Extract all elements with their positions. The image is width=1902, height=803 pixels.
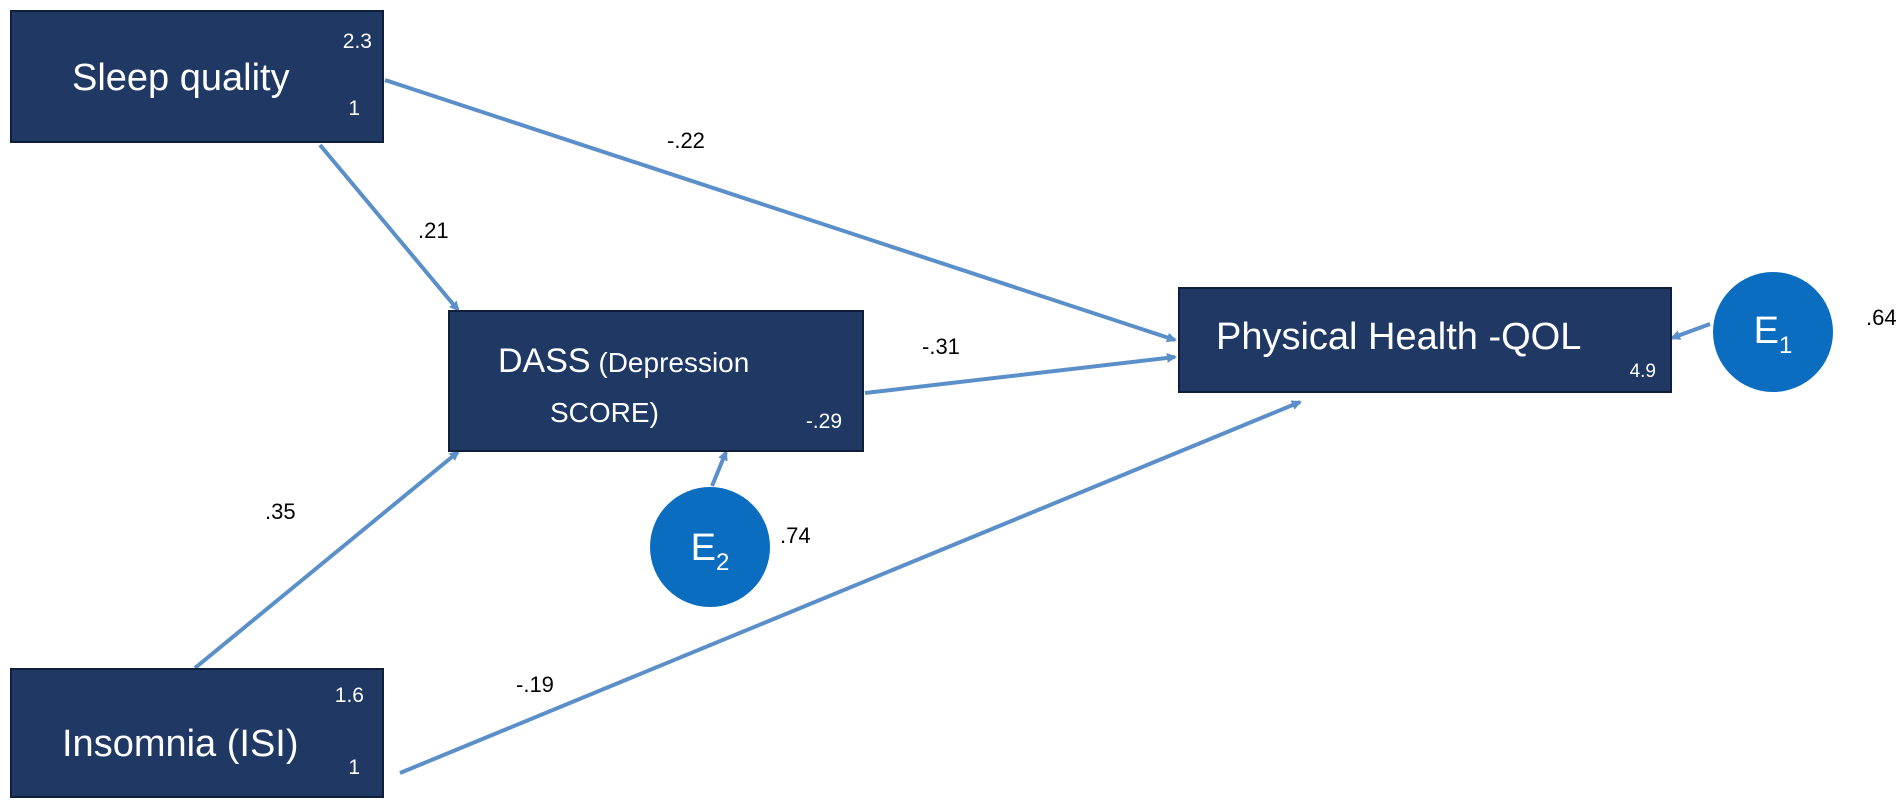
error-e1-label: E1 bbox=[1753, 310, 1793, 359]
coef-insomnia-to-physical: -.19 bbox=[516, 672, 554, 697]
node-insomnia-bottom-value: 1 bbox=[348, 756, 360, 779]
node-insomnia-top-value: 1.6 bbox=[334, 684, 364, 707]
arrow-e2-to-dass bbox=[710, 450, 728, 487]
coef-sleep-to-physical: -.22 bbox=[667, 128, 705, 153]
error-e2-variance: .74 bbox=[780, 523, 811, 548]
arrow-insomnia-to-physical bbox=[399, 400, 1302, 775]
coef-sleep-to-dass: .21 bbox=[418, 218, 449, 243]
node-sleep-quality-label: Sleep quality bbox=[72, 57, 290, 99]
node-sleep-quality-top-value: 2.3 bbox=[342, 30, 372, 53]
node-sleep-quality-bottom-value: 1 bbox=[348, 97, 360, 120]
node-dass-label-main: DASS bbox=[498, 342, 591, 380]
error-e2-label: E2 bbox=[690, 527, 730, 576]
node-insomnia-label: Insomnia (ISI) bbox=[62, 723, 299, 765]
error-e1: E1 bbox=[1713, 272, 1833, 392]
arrow-dass-to-physical bbox=[864, 352, 1177, 395]
node-physical-health: Physical Health -QOL 4.9 bbox=[1178, 287, 1672, 393]
coef-insomnia-to-dass: .35 bbox=[265, 499, 296, 524]
node-sleep-quality: Sleep quality 2.3 1 bbox=[10, 10, 384, 143]
error-e2: E2 bbox=[650, 487, 770, 607]
node-dass-value: -.29 bbox=[805, 410, 842, 433]
arrow-insomnia-to-dass bbox=[193, 450, 460, 670]
node-insomnia: Insomnia (ISI) 1.6 1 bbox=[10, 668, 384, 798]
node-dass-label-line1: DASS (Depression bbox=[498, 342, 749, 381]
coef-dass-to-physical: -.31 bbox=[922, 334, 960, 359]
node-dass-label-sub: (Depression bbox=[590, 347, 750, 378]
node-physical-health-value: 4.9 bbox=[1629, 361, 1656, 382]
error-e1-variance: .64 bbox=[1866, 305, 1897, 330]
arrow-e1-to-physical bbox=[1670, 322, 1711, 340]
node-dass-label-line2: SCORE) bbox=[550, 397, 659, 428]
node-physical-health-label: Physical Health -QOL bbox=[1216, 316, 1582, 358]
node-dass: DASS (Depression SCORE) -.29 bbox=[448, 310, 864, 452]
arrow-sleep-to-physical bbox=[384, 78, 1177, 343]
arrow-sleep-to-dass bbox=[318, 143, 460, 312]
